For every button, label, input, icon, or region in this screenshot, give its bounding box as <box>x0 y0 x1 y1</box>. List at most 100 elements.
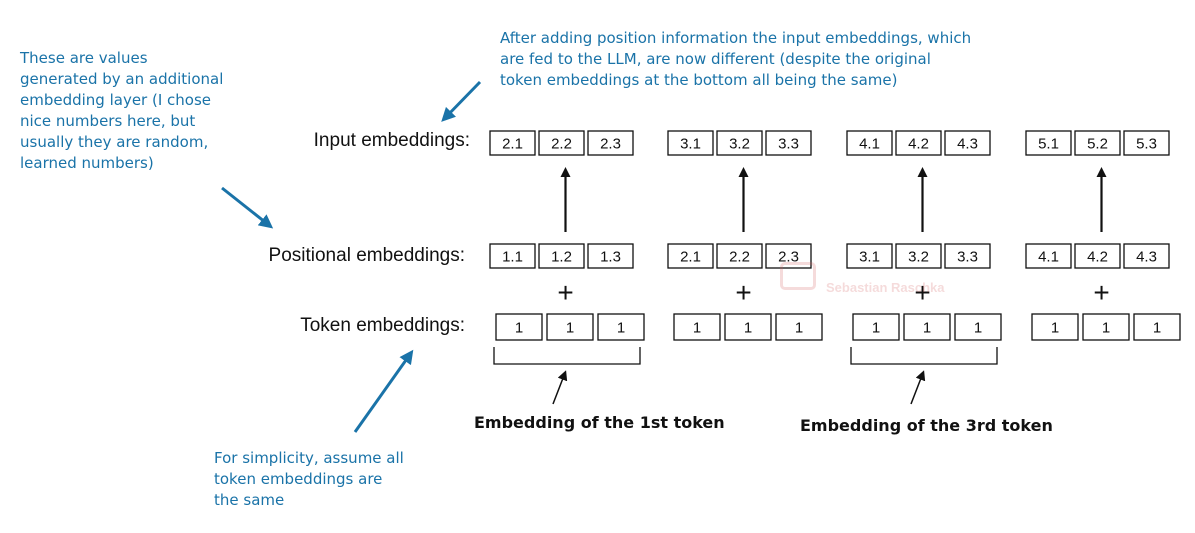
cell-value: 1 <box>1051 320 1059 337</box>
cell-value: 1 <box>872 320 880 337</box>
cell-input-g1-3 <box>587 130 634 156</box>
note-line: usually they are random, <box>20 133 209 151</box>
cell-positional-g2-1 <box>667 243 714 269</box>
cell-token-g2-1 <box>673 313 721 341</box>
cell-positional-g3-2 <box>895 243 942 269</box>
cell-input-g4-3 <box>1123 130 1170 156</box>
cell-positional-g3-3 <box>944 243 991 269</box>
cell-value: 3.2 <box>729 136 750 153</box>
cell-value: 1.3 <box>600 249 621 266</box>
cell-value: 1.1 <box>502 249 523 266</box>
cell-positional-g1-1 <box>489 243 536 269</box>
cell-value: 3.1 <box>680 136 701 153</box>
note-line: learned numbers) <box>20 154 154 172</box>
note-top-left: These are values generated by an additio… <box>20 48 280 174</box>
cell-value: 2.1 <box>502 136 523 153</box>
cell-input-g1-2 <box>538 130 585 156</box>
cell-value: 1 <box>693 320 701 337</box>
cell-positional-g4-1 <box>1025 243 1072 269</box>
note-bottom-left: For simplicity, assume all token embeddi… <box>214 448 474 511</box>
cell-token-g4-3 <box>1133 313 1181 341</box>
cell-value: 1 <box>1153 320 1161 337</box>
note-arrow-bottom-left <box>353 349 414 433</box>
cell-value: 1 <box>1102 320 1110 337</box>
cell-input-g4-1 <box>1025 130 1072 156</box>
cell-positional-g2-3 <box>765 243 812 269</box>
cell-input-g3-1 <box>846 130 893 156</box>
cell-value: 5.3 <box>1136 136 1157 153</box>
cell-value: 5.2 <box>1087 136 1108 153</box>
note-line: generated by an additional <box>20 70 224 88</box>
cell-value: 4.3 <box>957 136 978 153</box>
note-top-center: After adding position information the in… <box>500 28 1100 91</box>
cell-positional-g1-2 <box>538 243 585 269</box>
note-line: the same <box>214 491 285 509</box>
row-label-positional: Positional embeddings: <box>268 245 465 266</box>
cell-value: 1 <box>566 320 574 337</box>
cell-value: 4.2 <box>1087 249 1108 266</box>
cell-token-g1-1 <box>495 313 543 341</box>
cell-value: 4.2 <box>908 136 929 153</box>
cell-input-g2-2 <box>716 130 763 156</box>
cell-value: 1 <box>617 320 625 337</box>
plus-sign-g4: + <box>1093 277 1109 308</box>
cell-positional-g4-3 <box>1123 243 1170 269</box>
bracket-token-1 <box>493 347 641 365</box>
cell-value: 1 <box>744 320 752 337</box>
watermark-text: Sebastian Raschka <box>826 280 945 295</box>
plus-sign-g1: + <box>557 277 573 308</box>
plus-sign-g2: + <box>735 277 751 308</box>
cell-token-g4-2 <box>1082 313 1130 341</box>
cell-value: 3.3 <box>778 136 799 153</box>
cell-token-g3-2 <box>903 313 951 341</box>
cell-input-g3-3 <box>944 130 991 156</box>
cell-input-g2-3 <box>765 130 812 156</box>
note-line: These are values <box>20 49 148 67</box>
watermark-logo-icon <box>780 262 816 290</box>
cell-value: 4.1 <box>859 136 880 153</box>
cell-value: 3.3 <box>957 249 978 266</box>
cell-input-g3-2 <box>895 130 942 156</box>
note-arrow-top-left <box>221 186 274 229</box>
cell-input-g4-2 <box>1074 130 1121 156</box>
row-label-input: Input embeddings: <box>313 130 470 151</box>
cell-token-g4-1 <box>1031 313 1079 341</box>
cell-value: 3.1 <box>859 249 880 266</box>
cell-value: 2.3 <box>778 249 799 266</box>
pointer-arrow-1 <box>552 370 568 405</box>
cell-value: 1 <box>974 320 982 337</box>
cell-value: 4.1 <box>1038 249 1059 266</box>
note-line: token embeddings are <box>214 470 383 488</box>
plus-sign-g3: + <box>914 277 930 308</box>
cell-value: 1 <box>795 320 803 337</box>
bracket-token-3 <box>850 347 998 365</box>
note-line: embedding layer (I chose <box>20 91 212 109</box>
note-line: are fed to the LLM, are now different (d… <box>500 50 931 68</box>
cell-value: 1 <box>923 320 931 337</box>
cell-token-g3-1 <box>852 313 900 341</box>
cell-input-g1-1 <box>489 130 536 156</box>
cell-value: 3.2 <box>908 249 929 266</box>
note-line: nice numbers here, but <box>20 112 196 130</box>
cell-value: 1 <box>515 320 523 337</box>
cell-token-g3-3 <box>954 313 1002 341</box>
row-label-token: Token embeddings: <box>300 315 465 336</box>
note-line: For simplicity, assume all <box>214 449 404 467</box>
cell-positional-g2-2 <box>716 243 763 269</box>
cell-value: 2.2 <box>551 136 572 153</box>
cell-value: 2.1 <box>680 249 701 266</box>
cell-token-g2-2 <box>724 313 772 341</box>
cell-value: 5.1 <box>1038 136 1059 153</box>
caption-third-token: Embedding of the 3rd token <box>800 416 1053 435</box>
cell-value: 1.2 <box>551 249 572 266</box>
cell-value: 2.2 <box>729 249 750 266</box>
cell-token-g1-3 <box>597 313 645 341</box>
note-line: After adding position information the in… <box>500 29 972 47</box>
cell-positional-g1-3 <box>587 243 634 269</box>
note-arrow-top-center <box>441 80 482 122</box>
cell-value: 2.3 <box>600 136 621 153</box>
cell-positional-g3-1 <box>846 243 893 269</box>
note-line: token embeddings at the bottom all being… <box>500 71 898 89</box>
